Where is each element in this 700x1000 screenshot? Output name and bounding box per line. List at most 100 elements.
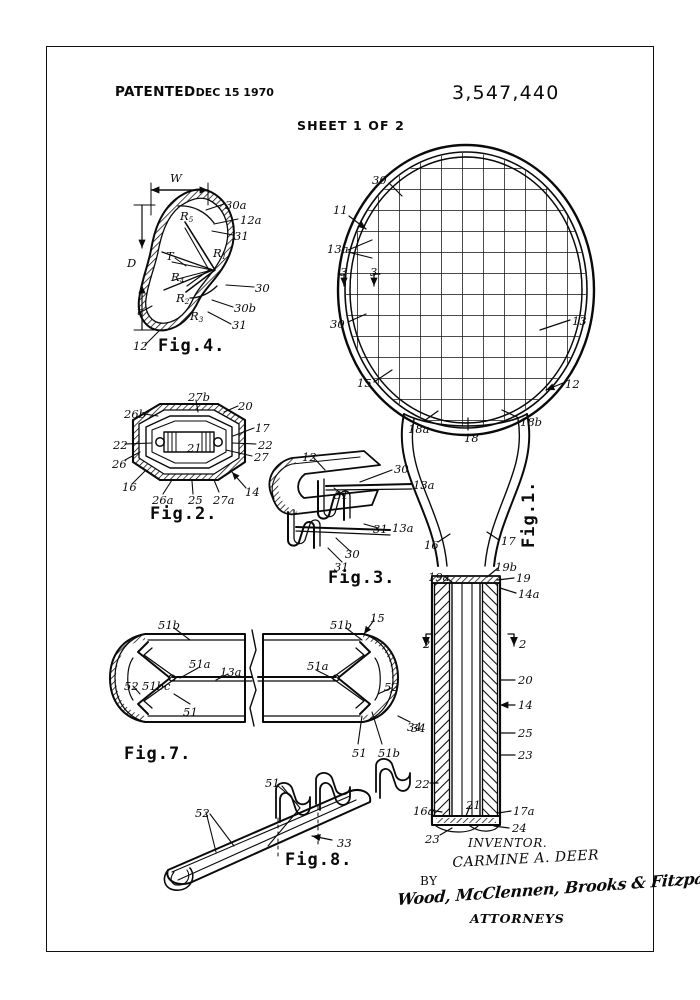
ref-numeral-f4-t: t <box>137 304 142 318</box>
ref-numeral-f8-51: 51 <box>265 776 280 790</box>
ref-numeral-f1-15: 15 <box>357 376 372 390</box>
fig8-retainer-strip <box>163 758 411 891</box>
ref-numeral-f1-18: 18 <box>464 431 479 445</box>
fig2-grip-section <box>124 399 257 495</box>
ref-numeral-f1-16: 16 <box>424 538 439 552</box>
fig1-racket-drawing <box>336 143 596 836</box>
caption-fig7: Fig.7. <box>124 744 192 764</box>
ref-numeral-f4-R4: R4 <box>171 270 185 285</box>
fig7-retainer-detail <box>109 619 399 745</box>
caption-fig2: Fig.2. <box>150 504 218 524</box>
ref-numeral-f1-24: 24 <box>512 821 527 835</box>
ref-numeral-f2-21: 21 <box>187 441 202 455</box>
ref-numeral-f2-25: 25 <box>188 493 203 507</box>
ref-numeral-f1-19b: 19b <box>495 560 517 574</box>
ref-numeral-f4-R3: R3 <box>190 309 204 324</box>
ref-numeral-f1-19a: 19a <box>428 570 450 584</box>
ref-numeral-f1-2R: 2 <box>519 637 527 651</box>
ref-numeral-f1-30b: 30 <box>330 317 345 331</box>
ref-numeral-f2-16: 16 <box>122 480 137 494</box>
ref-numeral-f7-51aL: 51a <box>189 657 211 671</box>
ref-numeral-f1-18a: 18a <box>408 422 430 436</box>
ref-numeral-f2-26a: 26a <box>152 493 174 507</box>
ref-numeral-f1-2L: 2 <box>423 637 431 651</box>
ref-numeral-f1-16a: 16a <box>413 804 435 818</box>
ref-numeral-f1-34: 34 <box>407 720 422 734</box>
ref-numeral-f3-31b: 31 <box>334 560 349 574</box>
ref-numeral-f2-27b: 27b <box>188 390 210 404</box>
ref-numeral-f1-14a: 14a <box>518 587 540 601</box>
ref-numeral-f7-51aR: 51a <box>307 659 329 673</box>
fig3-clip-detail <box>268 450 413 563</box>
patented-label: PATENTED <box>115 84 196 100</box>
string-bed <box>346 153 586 427</box>
patented-date-line: PATENTEDDEC 15 1970 <box>115 84 274 100</box>
patent-number: 3,547,440 <box>452 82 560 104</box>
ref-numeral-f4-30: 30 <box>255 281 270 295</box>
ref-numeral-f4-R5: R5 <box>180 209 194 224</box>
ref-numeral-f7-13a: 13a <box>220 665 242 679</box>
caption-fig1: Fig.1. <box>519 480 539 548</box>
caption-fig8: Fig.8. <box>285 850 353 870</box>
ref-numeral-f1-3L: 3 <box>340 265 348 279</box>
ref-numeral-f1-11: 11 <box>333 203 348 217</box>
ref-numeral-f2-20: 20 <box>238 399 253 413</box>
ref-numeral-f1-30a: 30 <box>372 173 387 187</box>
ref-numeral-f4-31t: 31 <box>234 229 249 243</box>
caption-fig3: Fig.3. <box>328 568 396 588</box>
ref-numeral-f4-W: W <box>170 171 182 185</box>
ref-numeral-f1-14: 14 <box>518 698 533 712</box>
patented-date: DEC 15 1970 <box>195 86 274 99</box>
ref-numeral-f2-27: 27 <box>254 450 269 464</box>
ref-numeral-f7-51bR: 51b <box>330 618 352 632</box>
ref-numeral-f2-22L: 22 <box>113 438 128 452</box>
sheet-number-line: SHEET 1 OF 2 <box>297 118 405 133</box>
ref-numeral-f1-13: 13 <box>572 314 587 328</box>
ref-numeral-f1-17: 17 <box>501 534 516 548</box>
ref-numeral-f4-D: D <box>127 256 137 270</box>
ref-numeral-f1-18b: 18b <box>520 415 542 429</box>
attorneys-label: ATTORNEYS <box>470 911 565 926</box>
ref-numeral-f1-21: 21 <box>466 798 481 812</box>
ref-numeral-f3-30t: 30 <box>394 462 409 476</box>
ref-numeral-f1-22: 22 <box>415 777 430 791</box>
ref-numeral-f4-R1: R1 <box>213 246 227 261</box>
ref-numeral-f2-26b: 26b <box>124 407 146 421</box>
ref-numeral-f1-23b: 23 <box>425 832 440 846</box>
ref-numeral-f7-51bL: 51b <box>158 618 180 632</box>
ref-numeral-f7-51bB: 51b <box>378 746 400 760</box>
ref-numeral-f3-13at: 13a <box>413 478 435 492</box>
ref-numeral-f2-26: 26 <box>112 457 127 471</box>
ref-numeral-f8-33: 33 <box>337 836 352 850</box>
ref-numeral-f4-30b: 30b <box>234 301 256 315</box>
fig4-frame-section <box>133 182 255 346</box>
ref-numeral-f4-12: 12 <box>133 339 148 353</box>
ref-numeral-f4-31b: 31 <box>232 318 247 332</box>
ref-numeral-f7-34: 34 <box>411 721 426 735</box>
ref-numeral-f2-14: 14 <box>245 485 260 499</box>
ref-numeral-f2-17: 17 <box>255 421 270 435</box>
ref-numeral-f4-T: T <box>166 249 174 263</box>
ref-numeral-f3-12: 12 <box>302 450 317 464</box>
ref-numeral-f7-51L: 51 <box>183 705 198 719</box>
ref-numeral-f2-27a: 27a <box>213 493 235 507</box>
ref-numeral-f1-23r: 23 <box>518 748 533 762</box>
ref-numeral-f4-R2: R2 <box>176 291 190 306</box>
ref-numeral-f1-3R: 3 <box>370 265 378 279</box>
ref-numeral-f1-17a: 17a <box>513 804 535 818</box>
ref-numeral-f7-51R: 51 <box>352 746 367 760</box>
ref-numeral-f7-15: 15 <box>370 611 385 625</box>
by-label: BY <box>420 874 438 888</box>
ref-numeral-f7-52R: 52 <box>384 680 399 694</box>
ref-numeral-f4-12a: 12a <box>240 213 262 227</box>
ref-numeral-f1-20: 20 <box>518 673 533 687</box>
ref-numeral-f1-13a: 13a <box>327 242 349 256</box>
ref-numeral-f3-13am: 13a <box>392 521 414 535</box>
ref-numeral-f7-51bc: 51bc <box>142 679 171 693</box>
caption-fig4: Fig.4. <box>158 336 226 356</box>
ref-numeral-f2-22R: 22 <box>258 438 273 452</box>
ref-numeral-f3-31t: 31 <box>334 488 349 502</box>
ref-numeral-f1-19: 19 <box>516 571 531 585</box>
